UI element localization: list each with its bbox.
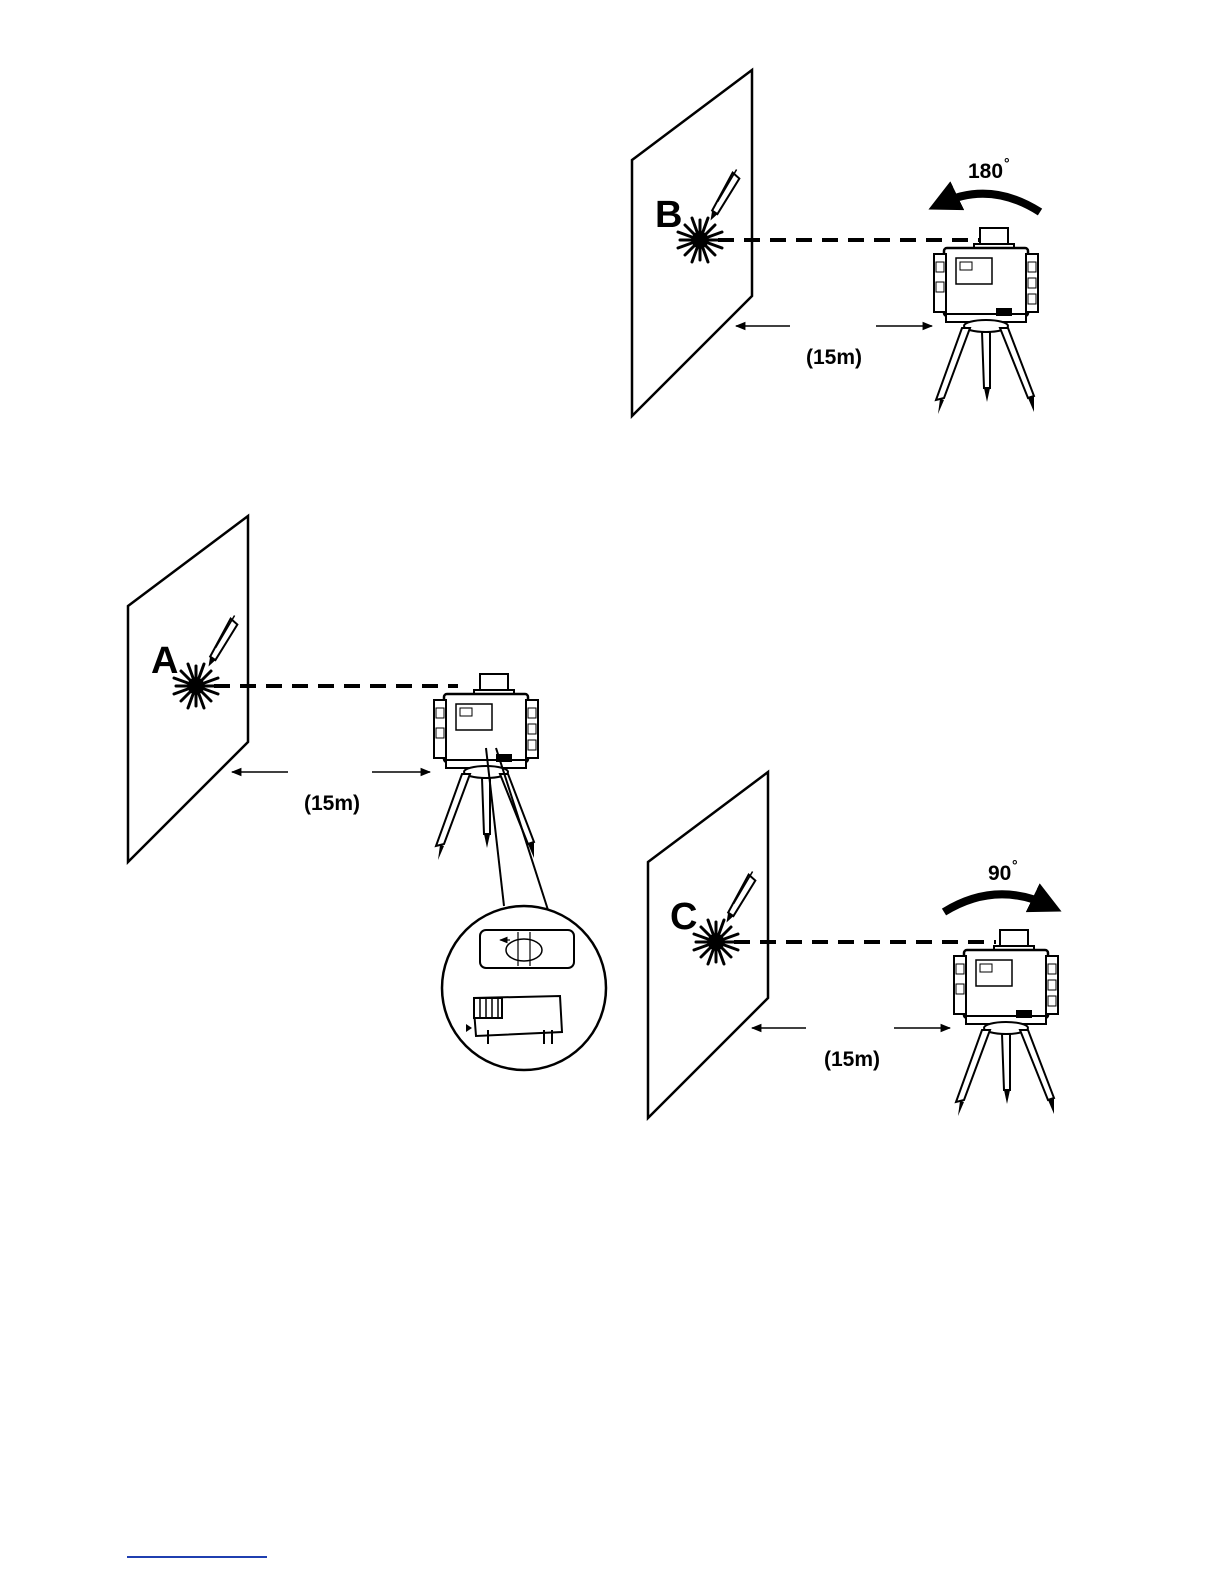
scene-a: A (15m) <box>128 516 606 1070</box>
laser-unit-c <box>954 930 1058 1116</box>
rotation-unit-b: ° <box>1004 155 1010 171</box>
footer-rule <box>127 1556 267 1558</box>
rotation-arrow-icon <box>944 894 1050 912</box>
laser-spot-c <box>694 920 738 964</box>
rotation-label-c: 90 <box>988 862 1011 885</box>
level-vial-detail <box>442 748 606 1070</box>
rotation-arrow-icon <box>940 194 1040 212</box>
point-label-a: A <box>151 640 178 682</box>
scene-c: C (15m) 90 ° <box>648 772 1058 1118</box>
distance-label-b: (15m) <box>806 346 862 369</box>
bubble-vial-icon <box>480 930 574 968</box>
laser-spot-b <box>678 218 722 262</box>
point-label-c: C <box>670 896 697 938</box>
rotation-label-b: 180 <box>968 160 1003 183</box>
point-label-b: B <box>655 194 682 236</box>
rotation-unit-c: ° <box>1012 857 1018 873</box>
distance-label-c: (15m) <box>824 1048 880 1071</box>
laser-unit-b <box>934 228 1038 414</box>
scene-b: B (15m) 180 ° <box>632 70 1040 416</box>
distance-label-a: (15m) <box>304 792 360 815</box>
laser-spot-a <box>174 664 218 708</box>
